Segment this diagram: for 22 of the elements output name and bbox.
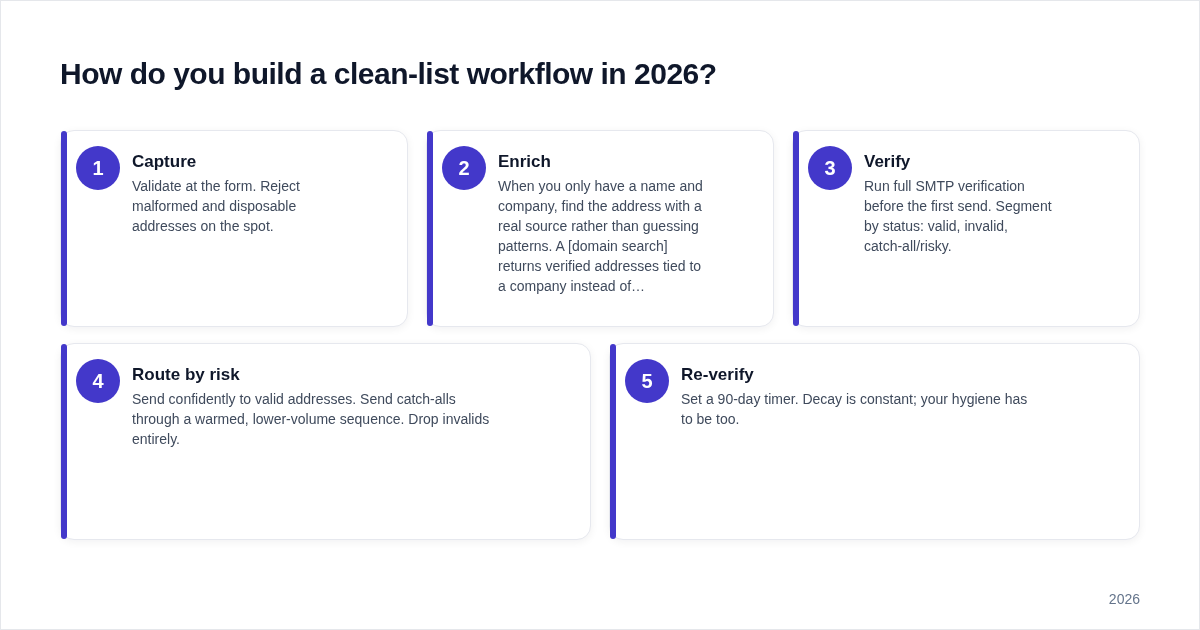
step-card xyxy=(609,343,1140,540)
step-card xyxy=(60,343,591,540)
step-title: Re-verify xyxy=(681,364,754,386)
step-number: 1 xyxy=(76,146,120,190)
step-card xyxy=(426,130,774,327)
year-label: 2026 xyxy=(1108,590,1140,608)
step-title: Enrich xyxy=(498,151,551,173)
step-number: 4 xyxy=(76,359,120,403)
step-title: Route by risk xyxy=(132,364,240,386)
step-card xyxy=(60,130,408,327)
step-title: Capture xyxy=(132,151,197,173)
step-description: Set a 90-day timer. Decay is constant; your hygiene has to be too. xyxy=(681,390,1029,429)
step-description: Send confidently to valid addresses. Send catch-alls through a warmed, lower-volume sequence. Drop invalids entirely. xyxy=(132,390,491,449)
diagram-title: How do you build a clean-list workflow in 2026? xyxy=(60,56,717,92)
step-description: Run full SMTP verification before the first send. Segment by status: valid, invalid, catch-all/risky. xyxy=(864,177,1053,256)
step-description: Validate at the form. Reject malformed and disposable addresses on the spot. xyxy=(132,177,301,236)
step-number: 2 xyxy=(442,146,486,190)
step-number: 3 xyxy=(808,146,852,190)
step-card xyxy=(792,130,1140,327)
step-title: Verify xyxy=(864,151,911,173)
step-description: When you only have a name and company, find the address with a real source rather than guessing patterns. A [domain search] returns verified addresses tied to a company instead of… xyxy=(498,177,704,296)
step-number: 5 xyxy=(625,359,669,403)
